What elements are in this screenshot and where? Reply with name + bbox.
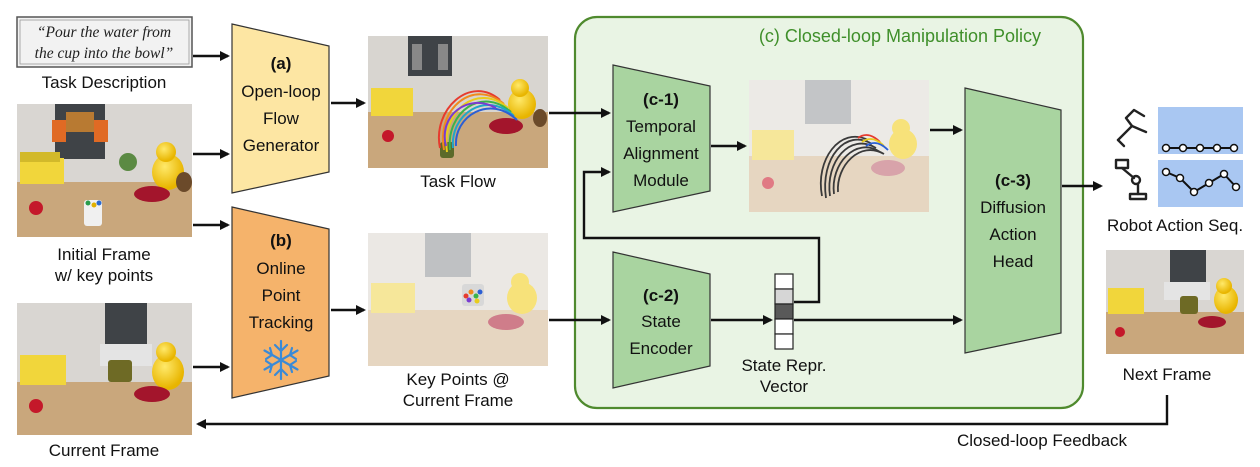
next-frame-label: Next Frame [1123,365,1212,384]
block-c2-tag: (c-2) [643,286,679,305]
state-vector [774,273,794,350]
block-b-line-3: Tracking [249,313,314,332]
aligned-flow-image [749,80,929,212]
block-b-line-2: Point [262,286,301,305]
block-c3-line-3: Head [993,252,1034,271]
robot-arm-icon [1114,158,1148,201]
connectors [193,51,1169,429]
task-text-line-2: the cup into the bowl” [35,45,174,62]
block-b-line-1: Online [256,259,305,278]
task-flow-label: Task Flow [420,172,496,191]
state-vector-label-2: Vector [760,377,809,396]
block-a-tag: (a) [271,54,292,73]
current-frame-label: Current Frame [49,441,160,460]
key-points-label-2: Current Frame [403,391,514,410]
key-points-image [368,233,548,366]
current-frame-image [17,303,192,435]
task-flow-image [368,36,548,168]
key-points-label-1: Key Points @ [406,370,509,389]
feedback-label: Closed-loop Feedback [957,431,1128,450]
initial-frame-label-2: w/ key points [54,266,153,285]
block-c1-line-1: Temporal [626,117,696,136]
block-c1-tag: (c-1) [643,90,679,109]
block-open-loop-flow-generator: (a) Open-loop Flow Generator [231,23,330,194]
initial-frame-label-1: Initial Frame [57,245,151,264]
block-state-encoder: (c-2) State Encoder [612,251,711,389]
block-a-line-3: Generator [243,136,320,155]
block-c3-line-2: Action [989,225,1036,244]
task-text-line-1: “Pour the water from [37,24,171,41]
block-c2-line-1: State [641,312,681,331]
next-frame-image [1106,250,1244,354]
gripper-icon [1116,108,1148,148]
initial-frame-image [17,104,192,237]
block-a-line-1: Open-loop [241,82,320,101]
block-c1-line-3: Module [633,171,689,190]
panel-title: (c) Closed-loop Manipulation Policy [759,26,1041,46]
block-b-tag: (b) [270,231,292,250]
block-c3-line-1: Diffusion [980,198,1046,217]
task-description-box: “Pour the water from the cup into the bo… [16,16,193,68]
task-description-label: Task Description [42,73,167,92]
block-diffusion-action-head: (c-3) Diffusion Action Head [964,87,1062,354]
block-online-point-tracking: (b) Online Point Tracking [231,206,330,399]
state-vector-label-1: State Repr. [741,356,826,375]
block-c3-tag: (c-3) [995,171,1031,190]
block-temporal-alignment-module: (c-1) Temporal Alignment Module [612,64,711,213]
block-c2-line-2: Encoder [629,339,693,358]
block-a-line-2: Flow [263,109,300,128]
robot-action-label: Robot Action Seq. [1107,216,1243,235]
robot-action-sequence [1114,107,1243,207]
block-c1-line-2: Alignment [623,144,699,163]
arm-action-bar [1158,160,1243,207]
snowflake-icon [263,339,299,381]
